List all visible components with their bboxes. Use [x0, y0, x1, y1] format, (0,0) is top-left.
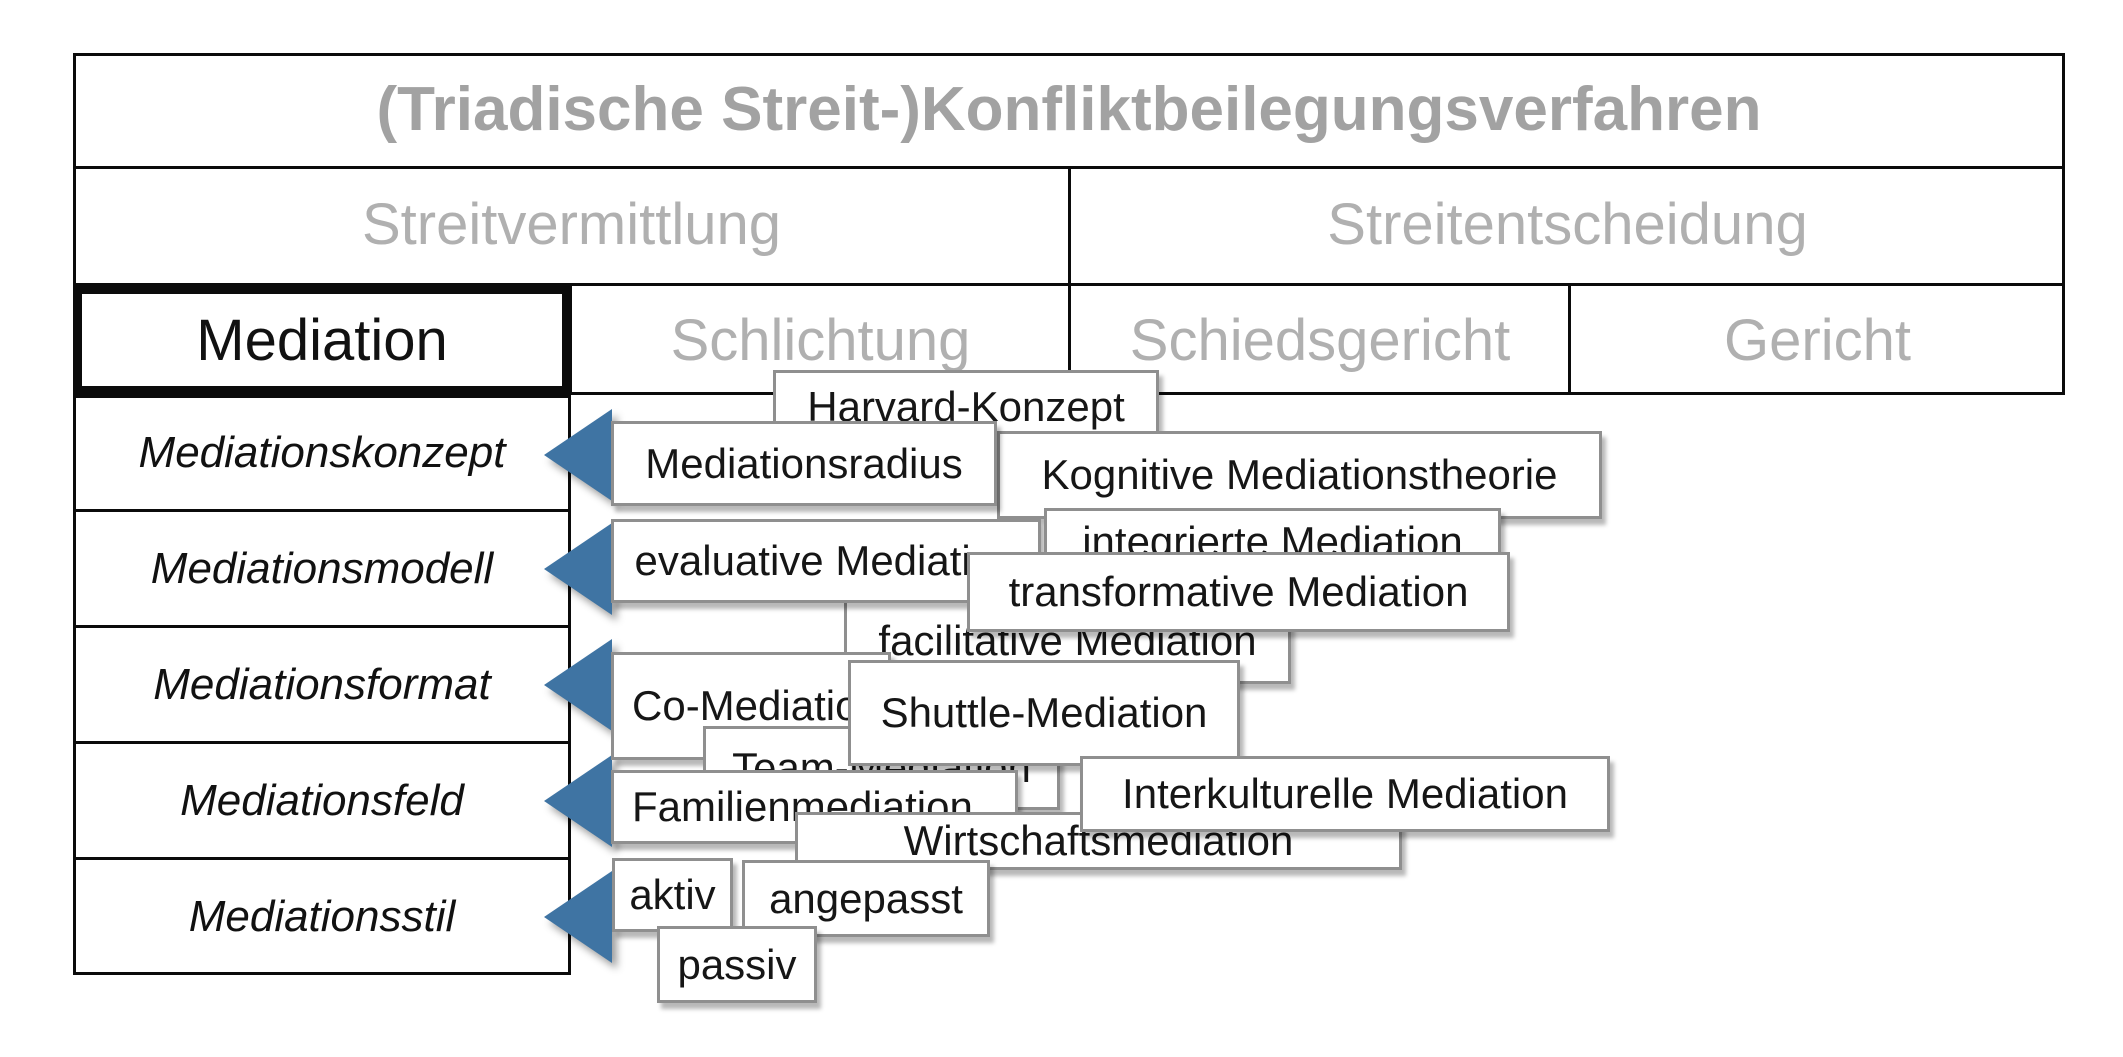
box-mediationsradius: Mediationsradius — [611, 421, 997, 506]
box-aktiv: aktiv — [612, 858, 733, 932]
row-label-mediationsfeld: Mediationsfeld — [180, 776, 464, 825]
left-arrow-icon — [544, 755, 612, 847]
row-label-mediationskonzept: Mediationskonzept — [138, 428, 506, 477]
vertical-divider-schieds-gericht — [1568, 283, 1571, 395]
left-row-divider-4 — [73, 857, 571, 860]
cell-schiedsgericht: Schiedsgericht — [1129, 307, 1511, 373]
left-row-divider-3 — [73, 741, 571, 744]
vertical-divider-mid — [1068, 166, 1071, 395]
row-label-mediationsformat: Mediationsformat — [153, 660, 491, 709]
left-arrow-icon — [544, 639, 612, 731]
box-interkulturelle-mediation: Interkulturelle Mediation — [1080, 756, 1610, 832]
cell-streitentscheidung: Streitentscheidung — [1327, 192, 1808, 257]
row-label-mediationsmodell: Mediationsmodell — [150, 544, 494, 593]
cell-schlichtung: Schlichtung — [670, 307, 971, 373]
row-label-mediationsstil: Mediationsstil — [188, 892, 456, 941]
cell-mediation-highlighted: Mediation — [73, 285, 571, 395]
box-transformative-mediation: transformative Mediation — [967, 552, 1510, 632]
cell-gericht: Gericht — [1724, 307, 1911, 373]
cell-streitvermittlung: Streitvermittlung — [361, 192, 782, 257]
left-row-divider-1 — [73, 509, 571, 512]
left-arrow-icon — [544, 409, 612, 501]
left-arrow-icon — [544, 523, 612, 615]
left-row-divider-2 — [73, 625, 571, 628]
cell-mediation-label: Mediation — [196, 307, 448, 373]
left-arrow-icon — [544, 871, 612, 963]
box-shuttle-mediation: Shuttle-Mediation — [848, 660, 1240, 766]
diagram-title: (Triadische Streit-)Konfliktbeilegungsve… — [376, 75, 1762, 144]
box-angepasst: angepasst — [742, 860, 990, 937]
box-kognitive-mediationstheorie: Kognitive Mediationstheorie — [997, 431, 1602, 519]
box-passiv: passiv — [657, 926, 817, 1003]
